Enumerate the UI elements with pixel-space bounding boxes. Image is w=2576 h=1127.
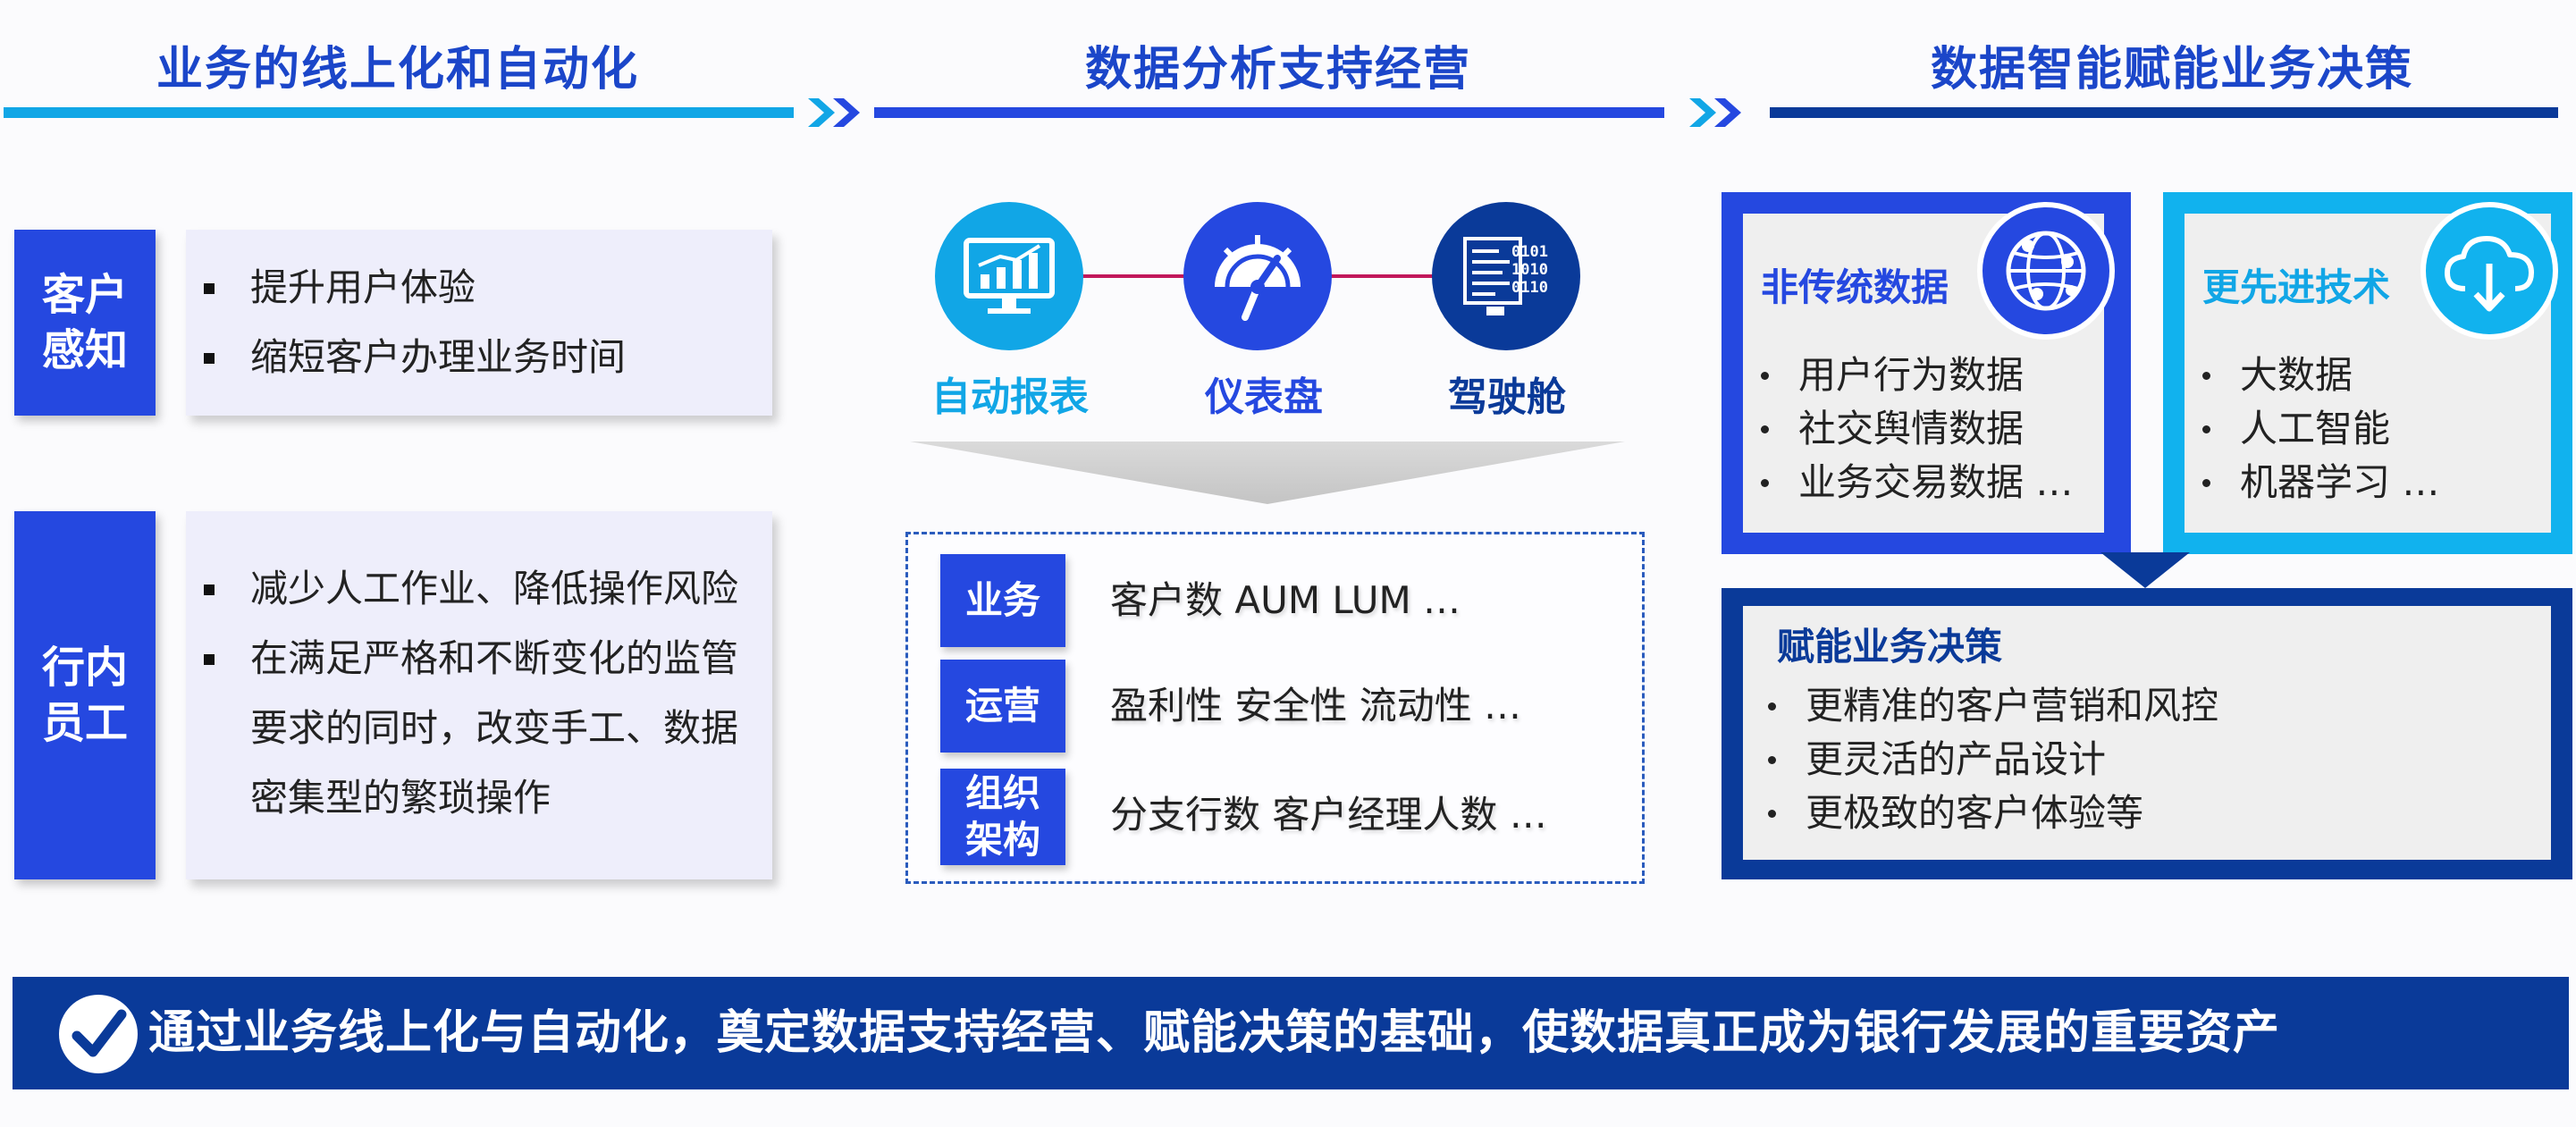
svg-text:0110: 0110: [1511, 279, 1548, 297]
list-item: 缩短客户办理业务时间: [204, 323, 756, 392]
list-item: 业务交易数据 …: [1754, 456, 2073, 509]
cloud-circle: [2420, 202, 2558, 340]
tool-label-cockpit: 驾驶舱: [1448, 374, 1566, 420]
list-item: 更灵活的产品设计: [1761, 733, 2218, 786]
column-title-data-analysis: 数据分析支持经营: [1084, 43, 1471, 97]
conclusion-banner: 通过业务线上化与自动化，奠定数据支持经营、赋能决策的基础，使数据真正成为银行发展…: [13, 977, 2569, 1089]
cockpit-data-screen-icon: 0101 1010 0110: [1463, 237, 1548, 315]
tag-label: 架构: [964, 818, 1040, 862]
globe-circle: [1977, 202, 2115, 340]
metrics-organization: 分支行数 客户经理人数 …: [1110, 793, 1547, 837]
list-item: 机器学习 …: [2195, 456, 2439, 509]
label-line: 行内: [41, 643, 128, 693]
list-item: 更精准的客户营销和风控: [1761, 679, 2218, 733]
list-item: 社交舆情数据: [1754, 402, 2073, 456]
nontraditional-data-list: 用户行为数据 社交舆情数据 业务交易数据 …: [1754, 349, 2073, 509]
list-item: 用户行为数据: [1754, 349, 2073, 402]
conclusion-text: 通过业务线上化与自动化，奠定数据支持经营、赋能决策的基础，使数据真正成为银行发展…: [148, 1006, 2281, 1060]
list-item: 提升用户体验: [204, 253, 756, 323]
svg-text:0101: 0101: [1511, 243, 1548, 261]
label-line: 员工: [41, 698, 128, 748]
tool-label-dashboard: 仪表盘: [1205, 374, 1323, 420]
tag-business: 业务: [940, 554, 1065, 647]
column-title-data-intelligence: 数据智能赋能业务决策: [1930, 43, 2413, 97]
decision-panel: [1743, 606, 2551, 860]
advanced-tech-list: 大数据 人工智能 机器学习 …: [2195, 349, 2439, 509]
double-chevron-icon: [808, 98, 860, 127]
header-line-2: [874, 107, 1664, 118]
internal-staff-panel: 减少人工作业、降低操作风险 在满足严格和不断变化的监管 要求的同时，改变手工、数…: [186, 511, 772, 879]
label-line: 感知: [41, 325, 128, 375]
decision-title: 赋能业务决策: [1777, 625, 2003, 669]
list-item: 减少人工作业、降低操作风险: [204, 554, 756, 624]
cockpit-circle: 0101 1010 0110: [1432, 202, 1580, 350]
advanced-tech-title: 更先进技术: [2202, 265, 2391, 309]
decision-list: 更精准的客户营销和风控 更灵活的产品设计 更极致的客户体验等: [1761, 679, 2218, 840]
label-customer-perception: 客户 感知: [14, 230, 156, 416]
tag-label: 运营: [964, 684, 1040, 728]
checkmark-icon: [59, 995, 138, 1073]
list-item: 在满足严格和不断变化的监管: [204, 624, 756, 694]
list-item-continuation: 要求的同时，改变手工、数据: [250, 706, 739, 750]
double-chevron-icon: [1689, 98, 1741, 127]
funnel-arrow: [910, 442, 1625, 504]
metrics-dashed-box: 业务 客户数 AUM LUM … 运营 盈利性 安全性 流动性 … 组织 架构 …: [905, 532, 1645, 884]
tag-label: 组织: [964, 771, 1040, 815]
nontraditional-data-title: 非传统数据: [1761, 265, 1949, 309]
svg-text:1010: 1010: [1511, 261, 1548, 279]
report-monitor-icon: [964, 238, 1055, 314]
label-line: 客户: [41, 270, 128, 320]
column-title-online-automation: 业务的线上化和自动化: [156, 43, 639, 97]
list-item-continuation: 密集型的繁琐操作: [250, 776, 551, 820]
dashboard-circle: [1183, 202, 1332, 350]
metrics-business: 客户数 AUM LUM …: [1110, 578, 1461, 622]
cloud-download-icon: [2445, 236, 2534, 312]
merge-pointer: [2100, 552, 2190, 588]
list-item: 人工智能: [2195, 402, 2439, 456]
list-item: 更极致的客户体验等: [1761, 786, 2218, 840]
report-circle: [935, 202, 1083, 350]
list-item: 大数据: [2195, 349, 2439, 402]
globe-network-icon: [2006, 231, 2086, 311]
header-line-3: [1770, 107, 2558, 118]
label-internal-staff: 行内 员工: [14, 511, 156, 879]
dashboard-gauge-icon: [1215, 235, 1301, 321]
tag-operations: 运营: [940, 660, 1065, 753]
metrics-operations: 盈利性 安全性 流动性 …: [1110, 684, 1522, 728]
customer-perception-panel: 提升用户体验 缩短客户办理业务时间: [186, 230, 772, 416]
tag-organization: 组织 架构: [940, 769, 1065, 865]
header-line-1: [4, 107, 794, 118]
tag-label: 业务: [964, 578, 1040, 622]
tool-label-report: 自动报表: [931, 374, 1089, 420]
